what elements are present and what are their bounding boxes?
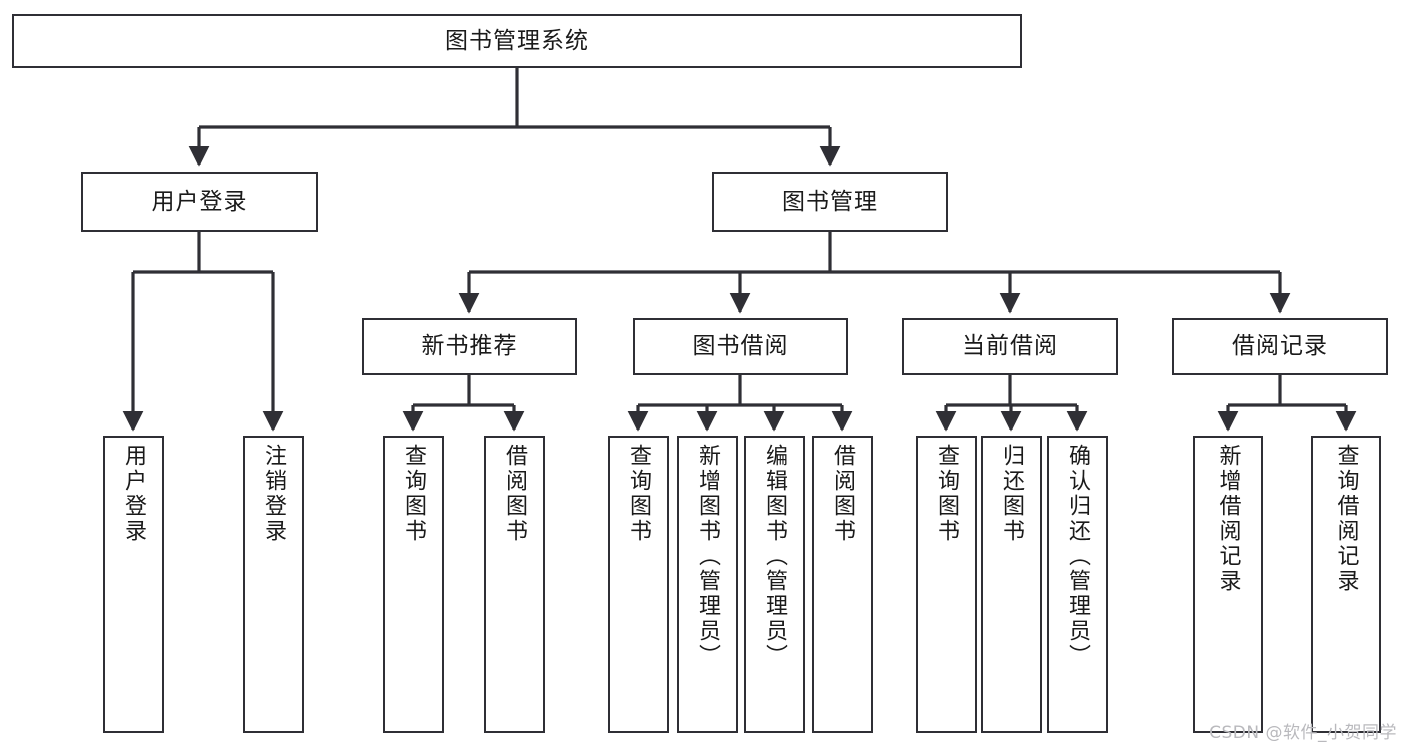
node-label: 查询图书 <box>934 444 960 544</box>
leaf-borrow-borrow-book[interactable]: 借阅图书 <box>812 436 873 733</box>
node-label: 新增借阅记录 <box>1215 444 1241 594</box>
node-label: 新书推荐 <box>421 333 518 359</box>
leaf-current-query-book[interactable]: 查询图书 <box>916 436 977 733</box>
node-book-borrow[interactable]: 图书借阅 <box>633 318 848 375</box>
node-user-login[interactable]: 用户登录 <box>81 172 318 232</box>
leaf-recommend-query-book[interactable]: 查询图书 <box>383 436 444 733</box>
node-root-system[interactable]: 图书管理系统 <box>12 14 1022 68</box>
node-label: 当前借阅 <box>962 333 1058 359</box>
node-label: 编辑图书（管理员） <box>762 444 788 669</box>
leaf-current-confirm-return-admin[interactable]: 确认归还（管理员） <box>1047 436 1108 733</box>
node-label: 图书管理系统 <box>445 27 589 54</box>
leaf-user-login-login[interactable]: 用户登录 <box>103 436 164 733</box>
node-label: 用户登录 <box>151 188 248 215</box>
leaf-borrow-add-book-admin[interactable]: 新增图书（管理员） <box>677 436 738 733</box>
leaf-user-login-logout[interactable]: 注销登录 <box>243 436 304 733</box>
node-label: 查询借阅记录 <box>1333 444 1359 594</box>
node-label: 借阅图书 <box>830 444 856 544</box>
node-label: 借阅图书 <box>502 444 528 544</box>
node-label: 注销登录 <box>261 444 287 544</box>
node-label: 新增图书（管理员） <box>695 444 721 669</box>
leaf-current-return-book[interactable]: 归还图书 <box>981 436 1042 733</box>
node-label: 查询图书 <box>626 444 652 544</box>
node-label: 图书借阅 <box>692 333 789 359</box>
node-borrow-record[interactable]: 借阅记录 <box>1172 318 1388 375</box>
node-label: 归还图书 <box>999 444 1025 544</box>
leaf-record-query-record[interactable]: 查询借阅记录 <box>1311 436 1381 733</box>
node-label: 图书管理 <box>782 188 878 215</box>
node-label: 借阅记录 <box>1232 333 1328 359</box>
node-book-management[interactable]: 图书管理 <box>712 172 948 232</box>
node-label: 确认归还（管理员） <box>1065 444 1091 669</box>
node-new-book-recommend[interactable]: 新书推荐 <box>362 318 577 375</box>
leaf-borrow-query-book[interactable]: 查询图书 <box>608 436 669 733</box>
node-label: 用户登录 <box>121 444 147 544</box>
leaf-record-add-record[interactable]: 新增借阅记录 <box>1193 436 1263 733</box>
leaf-recommend-borrow-book[interactable]: 借阅图书 <box>484 436 545 733</box>
leaf-borrow-edit-book-admin[interactable]: 编辑图书（管理员） <box>744 436 805 733</box>
node-current-borrow[interactable]: 当前借阅 <box>902 318 1118 375</box>
node-label: 查询图书 <box>401 444 427 544</box>
